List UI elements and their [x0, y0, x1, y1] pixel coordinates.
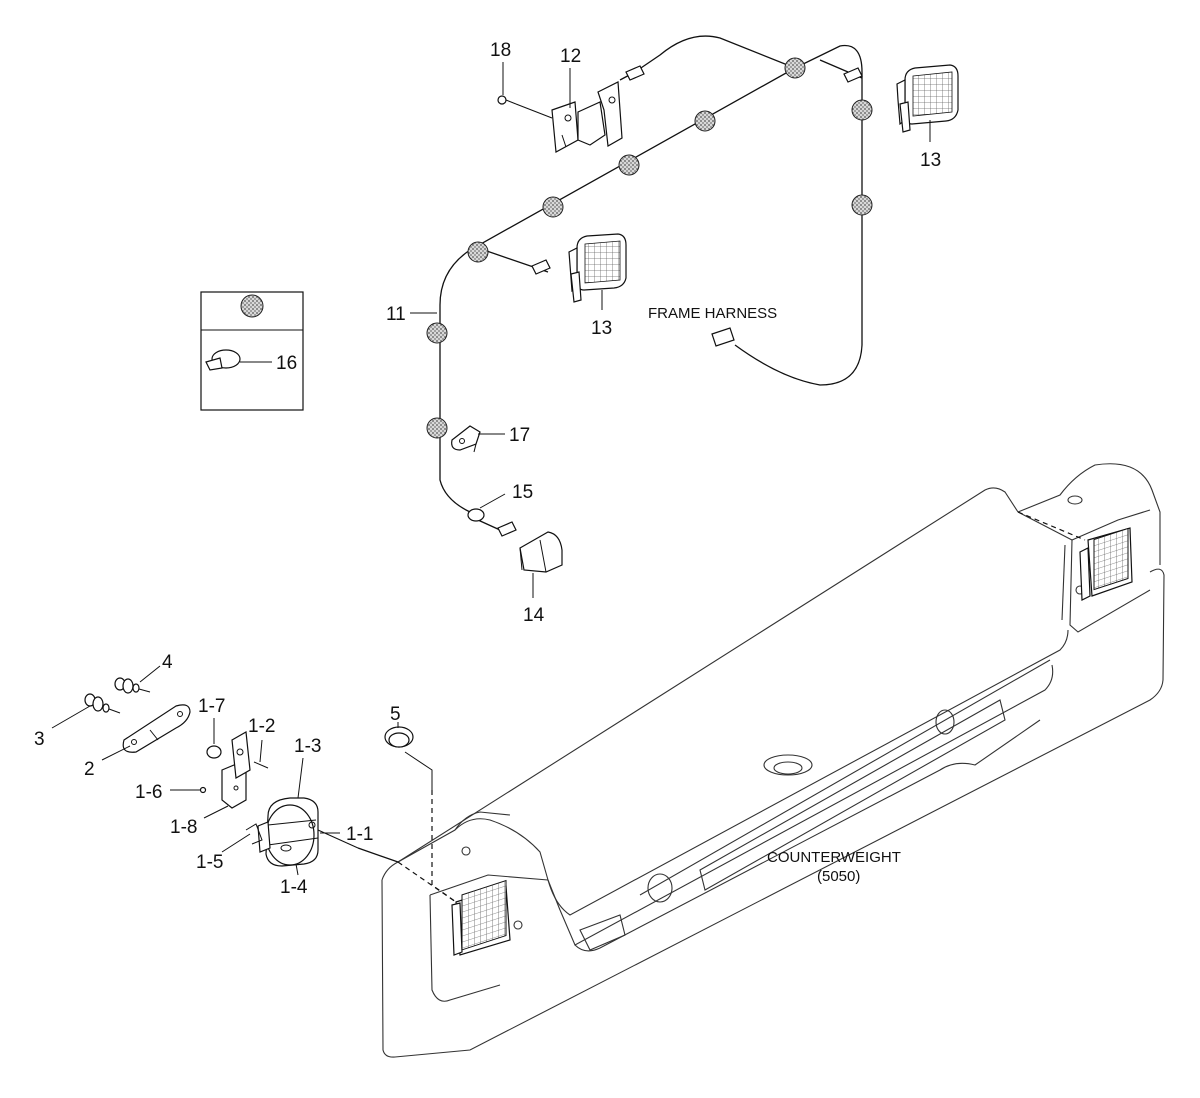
- grommet-15: [467, 508, 485, 522]
- work-lamp-13-right: [896, 64, 959, 133]
- label-2: 2: [84, 759, 95, 780]
- label-1-6: 1-6: [135, 782, 162, 803]
- part-labels: 18 12 13 13 11 16 17 15 14 4 3 2 1-7 1-2…: [34, 40, 941, 898]
- label-3: 3: [34, 729, 45, 750]
- bracket-12: [551, 81, 623, 153]
- label-17: 17: [509, 425, 530, 446]
- label-1-2: 1-2: [248, 716, 275, 737]
- nut-1-5: [245, 823, 263, 845]
- connector-14: [519, 531, 563, 573]
- label-15: 15: [512, 482, 533, 503]
- lamp-wire: [357, 847, 399, 863]
- label-18: 18: [490, 40, 511, 61]
- inset-box-16: [200, 291, 304, 411]
- counterweight: [381, 463, 1165, 1058]
- label-1-5: 1-5: [196, 852, 223, 873]
- counterweight-code: (5050): [817, 868, 860, 885]
- label-4: 4: [162, 652, 173, 673]
- bolt-4: [114, 677, 151, 694]
- label-1-7: 1-7: [198, 696, 225, 717]
- wire-harness: [426, 35, 873, 537]
- counterweight-caption: COUNTERWEIGHT: [767, 849, 901, 866]
- screw-1-2: [253, 761, 269, 769]
- bolt-3: [84, 693, 121, 714]
- label-1-1: 1-1: [346, 824, 373, 845]
- tail-lamp-1: [257, 797, 359, 867]
- work-lamp-13-middle: [568, 233, 627, 303]
- clamp-17: [451, 425, 481, 453]
- label-16: 16: [276, 353, 297, 374]
- ring-1-7: [206, 745, 222, 759]
- label-14: 14: [523, 605, 545, 626]
- frame-harness-caption: FRAME HARNESS: [648, 305, 777, 322]
- screw-1-6: [199, 786, 207, 794]
- label-13-right: 13: [920, 150, 941, 171]
- leader-lines: [51, 62, 931, 876]
- label-5: 5: [390, 704, 401, 725]
- captions: FRAME HARNESS COUNTERWEIGHT (5050): [648, 305, 901, 885]
- plate-2: [122, 704, 191, 753]
- bracket-1-8: [221, 731, 251, 809]
- label-1-3: 1-3: [294, 736, 321, 757]
- label-12: 12: [560, 46, 581, 67]
- label-1-4: 1-4: [280, 877, 308, 898]
- bolt-18: [497, 95, 553, 119]
- label-13-middle: 13: [591, 318, 612, 339]
- label-1-8: 1-8: [170, 817, 197, 838]
- label-11: 11: [386, 304, 406, 325]
- grommet-5: [384, 726, 433, 790]
